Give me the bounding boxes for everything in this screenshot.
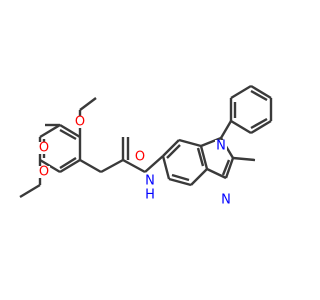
bond — [161, 155, 171, 180]
bond — [230, 119, 252, 135]
benzimidazole-benzene-ring — [161, 138, 209, 187]
bond — [250, 89, 268, 102]
bond — [100, 158, 124, 174]
o1-background — [74, 116, 86, 128]
o4-background — [134, 151, 146, 163]
bond — [206, 167, 227, 180]
bond — [59, 158, 81, 174]
bond — [230, 84, 252, 100]
benzimidazole-n3-label: N — [221, 193, 231, 208]
bond — [171, 173, 190, 182]
bond — [162, 139, 180, 157]
bond — [59, 128, 77, 141]
amide-nitrogen-label: N — [145, 174, 155, 189]
h-amide-background — [144, 189, 156, 201]
methyl-bond — [232, 156, 256, 162]
n3-background — [220, 194, 232, 206]
bond — [178, 138, 202, 148]
bond — [190, 168, 208, 186]
bond — [200, 136, 222, 148]
n-amide-background — [144, 175, 156, 187]
bond — [250, 84, 272, 100]
methoxy-groups — [19, 97, 97, 199]
carbonyl-oxygen-label: O — [135, 150, 145, 165]
bond — [199, 145, 209, 170]
bond — [59, 156, 77, 170]
bond — [224, 157, 235, 179]
bond — [59, 123, 81, 139]
amide-linkage — [79, 137, 164, 174]
bond — [196, 147, 205, 167]
molecule-structure: O O O O N H N N — [19, 84, 273, 208]
n1-background — [215, 140, 227, 152]
amide-hydrogen-label: H — [145, 188, 155, 203]
oxygen-label-lower: O — [39, 165, 49, 180]
bond — [168, 177, 192, 187]
oxygen-label-middle: O — [39, 141, 49, 156]
bond — [166, 144, 181, 159]
o3-background — [38, 166, 50, 178]
phenyl-ring — [229, 84, 273, 135]
bond — [219, 120, 233, 139]
bond — [19, 183, 41, 199]
bond — [39, 123, 61, 139]
bond — [79, 97, 97, 111]
bond — [250, 119, 272, 135]
imidazole-ring — [200, 136, 256, 180]
bond — [144, 155, 164, 173]
bond — [79, 158, 102, 174]
bond — [250, 117, 268, 130]
benzimidazole-n1-label: N — [216, 139, 226, 154]
bond — [122, 158, 146, 174]
bond — [221, 159, 231, 176]
oxygen-label-upper: O — [75, 115, 85, 130]
o2-background — [38, 142, 50, 154]
